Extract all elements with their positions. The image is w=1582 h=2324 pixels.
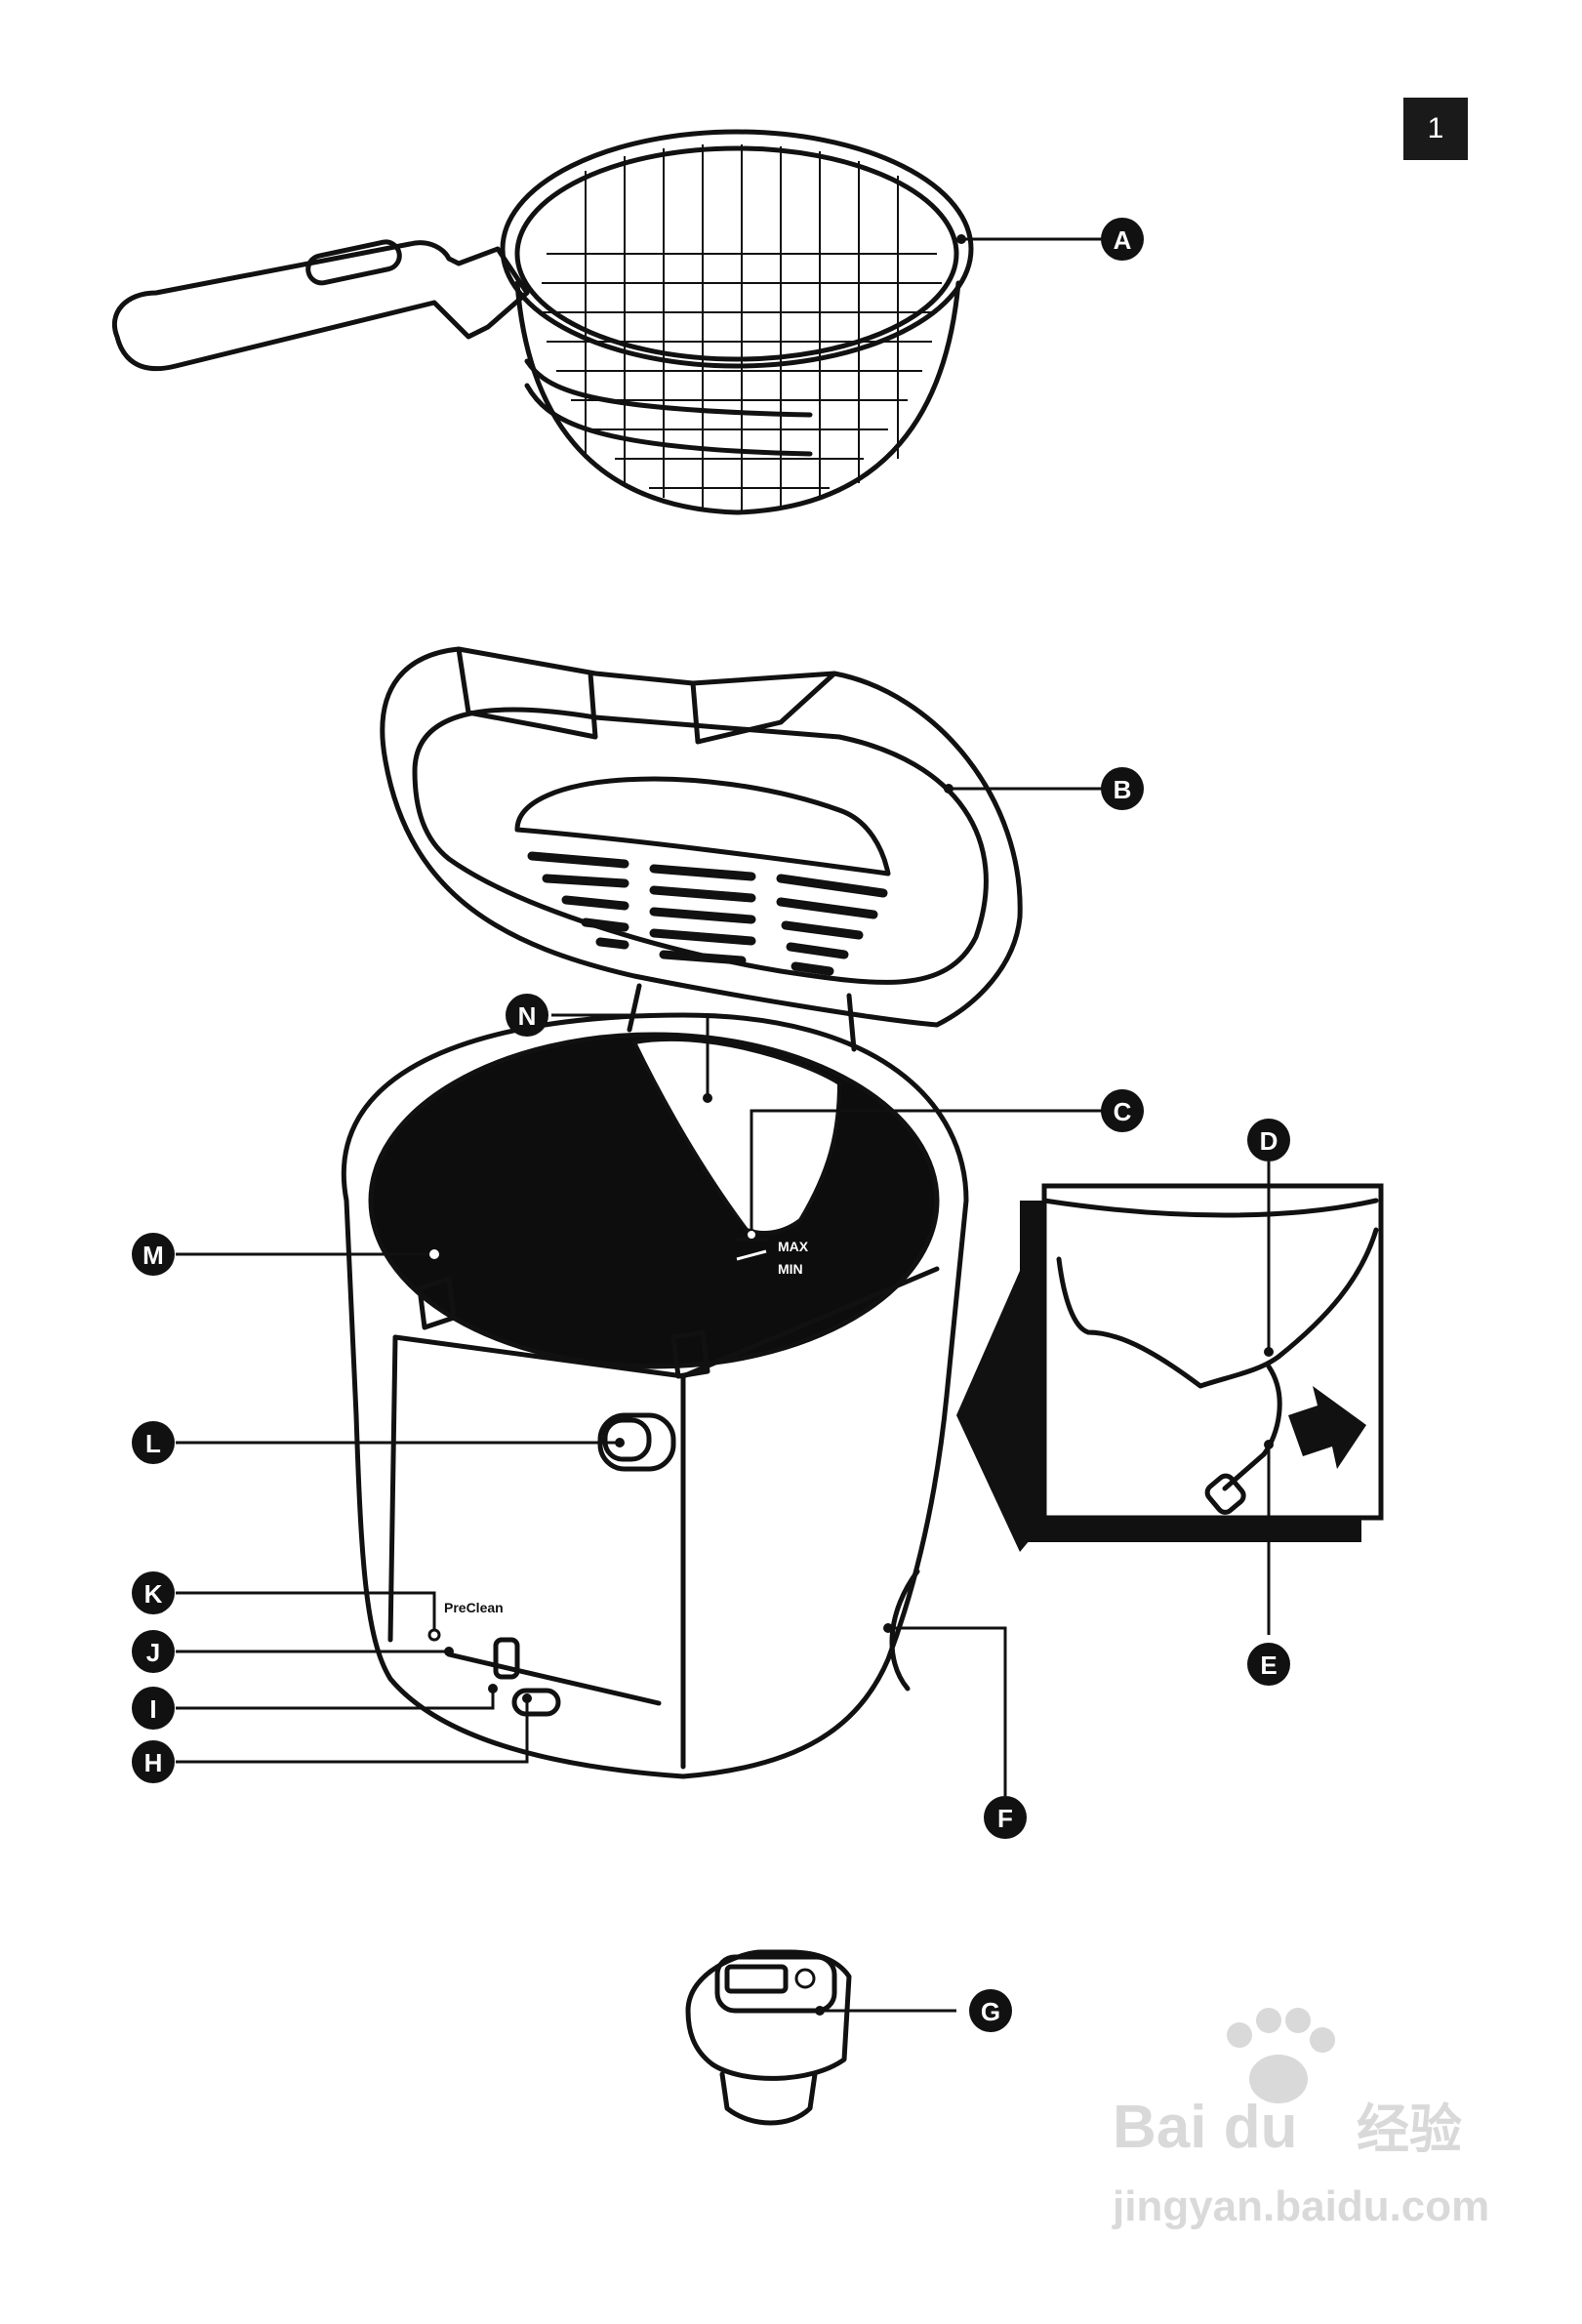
callout-a: A	[1101, 218, 1144, 261]
watermark-url: jingyan.baidu.com	[1112, 2182, 1489, 2230]
callout-m: M	[132, 1233, 175, 1276]
callout-b: B	[1101, 767, 1144, 810]
svg-text:G: G	[981, 1997, 1000, 2026]
callout-j: J	[132, 1630, 175, 1673]
callout-e: E	[1247, 1643, 1290, 1686]
svg-text:K: K	[144, 1579, 163, 1609]
svg-text:F: F	[997, 1804, 1013, 1833]
svg-text:A: A	[1114, 225, 1132, 255]
lid	[380, 646, 1023, 1028]
callout-d: D	[1247, 1119, 1290, 1162]
svg-text:L: L	[145, 1429, 161, 1458]
svg-text:B: B	[1114, 775, 1132, 804]
svg-text:H: H	[144, 1748, 163, 1777]
callout-i: I	[132, 1687, 175, 1730]
svg-text:C: C	[1114, 1097, 1132, 1126]
callout-n: N	[506, 994, 548, 1037]
detachable-cap	[685, 1949, 852, 2126]
fryer-housing: MAX MIN PreClean	[341, 983, 969, 1779]
callout-f: F	[984, 1796, 1027, 1839]
preclean-label: PreClean	[444, 1600, 504, 1615]
paw-icon	[1227, 2008, 1335, 2103]
max-mark-label: MAX	[778, 1239, 809, 1254]
svg-text:N: N	[518, 1001, 537, 1031]
svg-text:D: D	[1260, 1126, 1278, 1156]
callout-l: L	[132, 1421, 175, 1464]
svg-text:J: J	[146, 1638, 160, 1667]
baidu-watermark: Bai du 经验 jingyan.baidu.com	[1112, 2008, 1489, 2230]
callout-c: C	[1101, 1089, 1144, 1132]
svg-text:E: E	[1260, 1651, 1277, 1680]
svg-text:I: I	[149, 1694, 156, 1724]
watermark-chinese: 经验	[1357, 2100, 1462, 2159]
min-mark-label: MIN	[778, 1261, 803, 1277]
svg-text:M: M	[142, 1241, 164, 1270]
frying-basket	[111, 129, 974, 515]
callout-h: H	[132, 1740, 175, 1783]
watermark-brand: Bai du	[1113, 2094, 1297, 2161]
callout-k: K	[132, 1571, 175, 1614]
page-number-badge: 1	[1403, 98, 1468, 160]
cord-detail-inset	[956, 1183, 1384, 1552]
leader-lines	[176, 234, 1274, 2016]
callout-g: G	[969, 1989, 1012, 2032]
